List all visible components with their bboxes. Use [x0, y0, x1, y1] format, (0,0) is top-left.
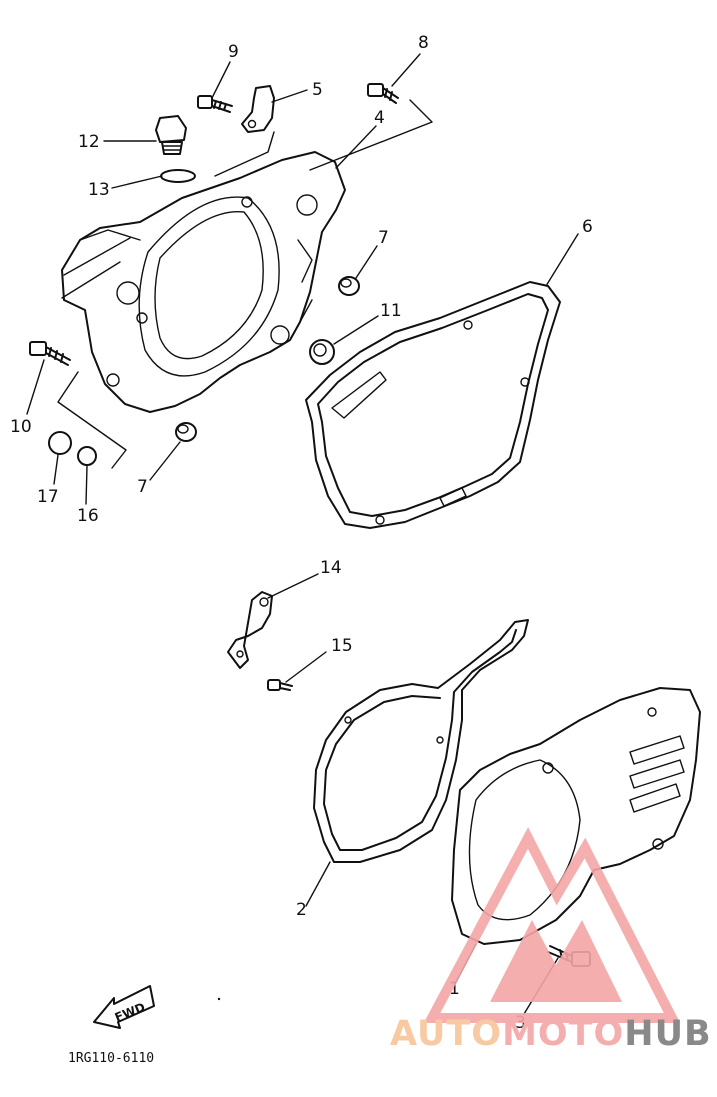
part-7-dowel-lower: [175, 422, 197, 442]
callout-7-upper: 7: [378, 228, 389, 248]
callout-9: 9: [228, 42, 239, 62]
watermark-text: AUTOMOTOHUB: [390, 1014, 712, 1054]
part-4-crankcase-cover: [61, 151, 346, 413]
callout-4: 4: [374, 108, 385, 128]
part-11-oil-seal: [309, 339, 335, 365]
callout-15: 15: [331, 636, 353, 656]
part-13-o-ring: [160, 169, 196, 183]
stray-dot: [217, 997, 221, 1001]
automotohub-watermark: AUTOMOTOHUB: [390, 827, 712, 1054]
callout-16: 16: [77, 506, 99, 526]
part-7-dowel-upper: [338, 276, 360, 296]
callout-5: 5: [312, 80, 323, 100]
watermark-part-hub: HUB: [624, 1014, 711, 1054]
part-2-gasket: [313, 619, 529, 863]
watermark-logo-outer: [423, 827, 681, 1023]
callout-11: 11: [380, 301, 402, 321]
part-15-screw: [267, 679, 293, 691]
part-14-bracket: [227, 591, 273, 669]
callout-13: 13: [88, 180, 110, 200]
part-10-bolt: [29, 341, 71, 366]
part-12-oil-filler-cap: [155, 115, 187, 155]
callout-7-lower: 7: [137, 477, 148, 497]
watermark-part-auto: AUTO: [390, 1014, 502, 1054]
watermark-part-moto: MOTO: [502, 1014, 624, 1054]
part-5-bracket: [241, 85, 275, 133]
diagram-code: 1RG110-6110: [68, 1051, 154, 1066]
part-8-bolt: [367, 83, 399, 104]
callout-17: 17: [37, 487, 59, 507]
part-9-bolt: [197, 95, 233, 113]
part-16-plug: [77, 446, 97, 466]
callout-8: 8: [418, 33, 429, 53]
callout-1: 1: [449, 979, 460, 999]
callout-10: 10: [10, 417, 32, 437]
part-17-plug: [48, 431, 72, 455]
callout-12: 12: [78, 132, 100, 152]
callout-14: 14: [320, 558, 342, 578]
callout-2: 2: [296, 900, 307, 920]
part-6-gasket: [305, 281, 561, 529]
callout-numbers: 9 5 8 4 12 13 7 11 6 10 7 17 16 14 15 2 …: [10, 33, 593, 1033]
fwd-arrow: FWD: [93, 985, 155, 1029]
callout-6: 6: [582, 217, 593, 237]
watermark-logo-inner: [490, 920, 622, 1002]
